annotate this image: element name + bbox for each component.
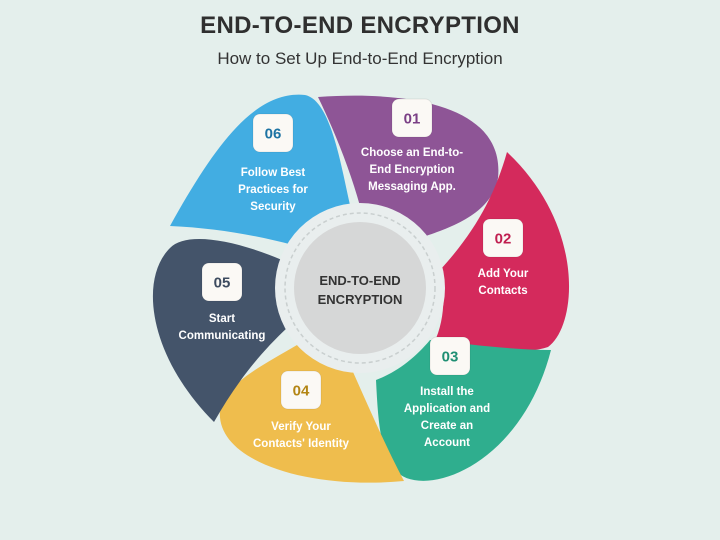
center-label-line: ENCRYPTION: [318, 292, 403, 307]
step-label-line: Follow Best: [241, 167, 306, 179]
step-label-line: Communicating: [179, 330, 266, 342]
step-label-line: Verify Your: [271, 421, 331, 433]
page-title: END-TO-END ENCRYPTION: [200, 12, 520, 39]
step-segment-5: [152, 238, 288, 422]
step-number-box-5: [201, 262, 243, 302]
center-label-line: END-TO-END: [319, 273, 400, 288]
step-number-box-1: [391, 98, 433, 138]
center-label: END-TO-END ENCRYPTION: [318, 273, 403, 307]
step-number-5: 05: [214, 275, 231, 292]
step-number-box-3: [429, 336, 471, 376]
step-segment-6: [170, 94, 350, 245]
step-segment-1: [318, 95, 499, 236]
step-number-box-4: [280, 370, 322, 410]
step-number-3: 03: [442, 349, 459, 366]
center-dashed-ring: [284, 212, 436, 364]
step-label-line: Create an: [421, 420, 473, 432]
step-number-6: 06: [265, 126, 282, 143]
step-label-line: Application and: [404, 403, 490, 415]
step-label-line: Account: [424, 437, 470, 449]
step-label-line: Messaging App.: [368, 181, 456, 193]
step-label-line: Add Your: [478, 268, 529, 280]
step-label-line: Contacts: [478, 285, 527, 297]
center-disc: [294, 222, 426, 354]
step-label-line: Contacts' Identity: [253, 438, 350, 450]
step-number-1: 01: [404, 111, 421, 128]
step-label-line: End Encryption: [370, 164, 455, 176]
step-label-line: Practices for: [238, 184, 308, 196]
step-segment-4: [219, 345, 404, 483]
step-label-line: Security: [250, 201, 296, 213]
step-number-4: 04: [293, 383, 310, 400]
step-label-line: Start: [209, 313, 235, 325]
step-label-line: Install the: [420, 386, 474, 398]
step-number-box-6: [252, 113, 294, 153]
step-label-line: Choose an End-to-: [361, 147, 463, 159]
step-number-box-2: [482, 218, 524, 258]
step-segment-3: [376, 340, 551, 481]
step-number-2: 02: [495, 231, 512, 248]
page-subtitle: How to Set Up End-to-End Encryption: [217, 49, 503, 68]
